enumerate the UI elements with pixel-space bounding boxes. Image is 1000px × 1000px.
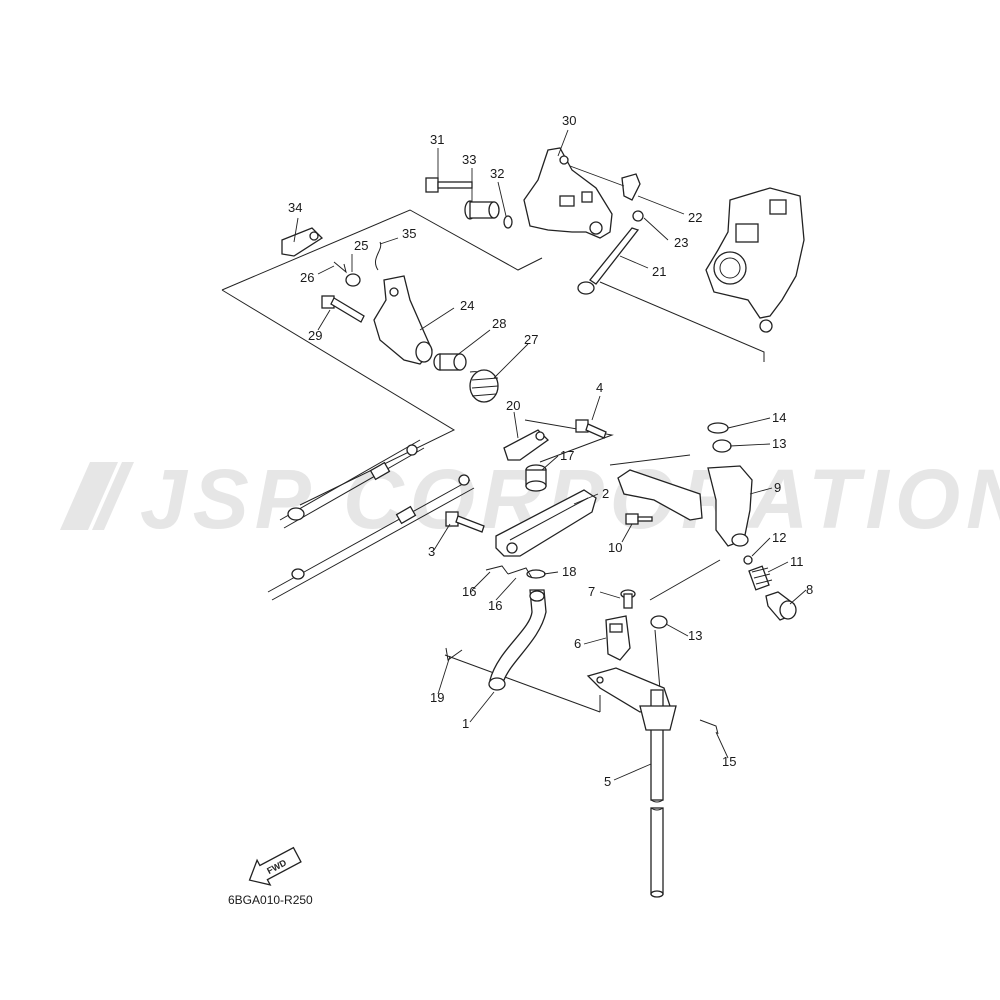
part-24-lever <box>373 275 433 365</box>
callout-29: 29 <box>308 328 322 343</box>
callout-1: 1 <box>462 716 469 731</box>
callout-23: 23 <box>674 235 688 250</box>
callout-labels: 31 33 32 30 22 23 21 34 25 35 26 24 29 2… <box>288 113 813 789</box>
callout-30: 30 <box>562 113 576 128</box>
callout-17: 17 <box>560 448 574 463</box>
part-17-collar <box>525 464 547 492</box>
part-2-shift-arm <box>495 489 597 557</box>
part-7-bolt <box>620 589 636 609</box>
callout-6: 6 <box>574 636 581 651</box>
callout-21: 21 <box>652 264 666 279</box>
callout-14: 14 <box>772 410 786 425</box>
part-21-throttle-rod <box>577 227 640 295</box>
part-23-nut <box>632 210 644 222</box>
part-28-bushing <box>433 353 467 371</box>
part-11-spring <box>748 565 773 591</box>
part-35-clip <box>375 241 382 271</box>
callout-27: 27 <box>524 332 538 347</box>
callout-13-top: 13 <box>772 436 786 451</box>
leader-lines <box>293 129 807 781</box>
part-15-pin <box>699 719 719 735</box>
part-20-cable-joint <box>503 429 550 461</box>
callout-10: 10 <box>608 540 622 555</box>
callout-20: 20 <box>506 398 520 413</box>
part-16-clips <box>485 565 533 579</box>
callout-19: 19 <box>430 690 444 705</box>
callout-25: 25 <box>354 238 368 253</box>
diagram-code: 6BGA010-R250 <box>228 893 313 907</box>
callout-33: 33 <box>462 152 476 167</box>
part-12-ball <box>743 555 753 565</box>
fwd-arrow: FWD <box>248 846 302 886</box>
callout-13-lower: 13 <box>688 628 702 643</box>
callout-34: 34 <box>288 200 302 215</box>
part-34-cable-joint <box>281 227 324 257</box>
callout-2: 2 <box>602 486 609 501</box>
callout-18: 18 <box>562 564 576 579</box>
callout-11: 11 <box>790 554 804 569</box>
callout-26: 26 <box>300 270 314 285</box>
part-1-shift-lever <box>488 589 547 691</box>
callout-16-a: 16 <box>462 584 476 599</box>
part-25-collar <box>345 273 361 287</box>
callout-28: 28 <box>492 316 506 331</box>
callout-5: 5 <box>604 774 611 789</box>
part-13-nut-top <box>712 439 732 453</box>
part-9-lever-bracket <box>707 465 753 547</box>
callout-24: 24 <box>460 298 474 313</box>
callout-22: 22 <box>688 210 702 225</box>
part-30-throttle-bracket <box>523 147 613 239</box>
part-22-link-end <box>621 173 641 201</box>
throttle-shift-cables <box>267 439 475 601</box>
assembly-dashed-lines <box>221 209 765 713</box>
callout-8: 8 <box>806 582 813 597</box>
callout-31: 31 <box>430 132 444 147</box>
part-13-nut-lower <box>650 615 668 629</box>
part-29-bolt <box>321 295 365 323</box>
part-4-bolt <box>575 419 607 439</box>
part-5-shift-rod <box>639 689 677 898</box>
part-14-washer <box>707 422 729 434</box>
callout-35: 35 <box>402 226 416 241</box>
callout-15: 15 <box>722 754 736 769</box>
callout-3: 3 <box>428 544 435 559</box>
part-33-collar <box>464 200 500 220</box>
part-8-plunger <box>765 591 797 621</box>
callout-4: 4 <box>596 380 603 395</box>
callout-16-b: 16 <box>488 598 502 613</box>
part-26-clip <box>333 261 347 274</box>
part-link-plate <box>617 469 703 521</box>
part-3-bolt <box>445 511 485 533</box>
part-32-washer <box>503 215 513 229</box>
callout-32: 32 <box>490 166 504 181</box>
callout-12: 12 <box>772 530 786 545</box>
callout-7: 7 <box>588 584 595 599</box>
part-31-bolt <box>425 177 473 193</box>
part-6-bracket <box>605 615 631 661</box>
callout-9: 9 <box>774 480 781 495</box>
part-27-spring <box>469 369 499 403</box>
throttle-body <box>705 187 805 333</box>
part-19-clip <box>445 647 463 661</box>
